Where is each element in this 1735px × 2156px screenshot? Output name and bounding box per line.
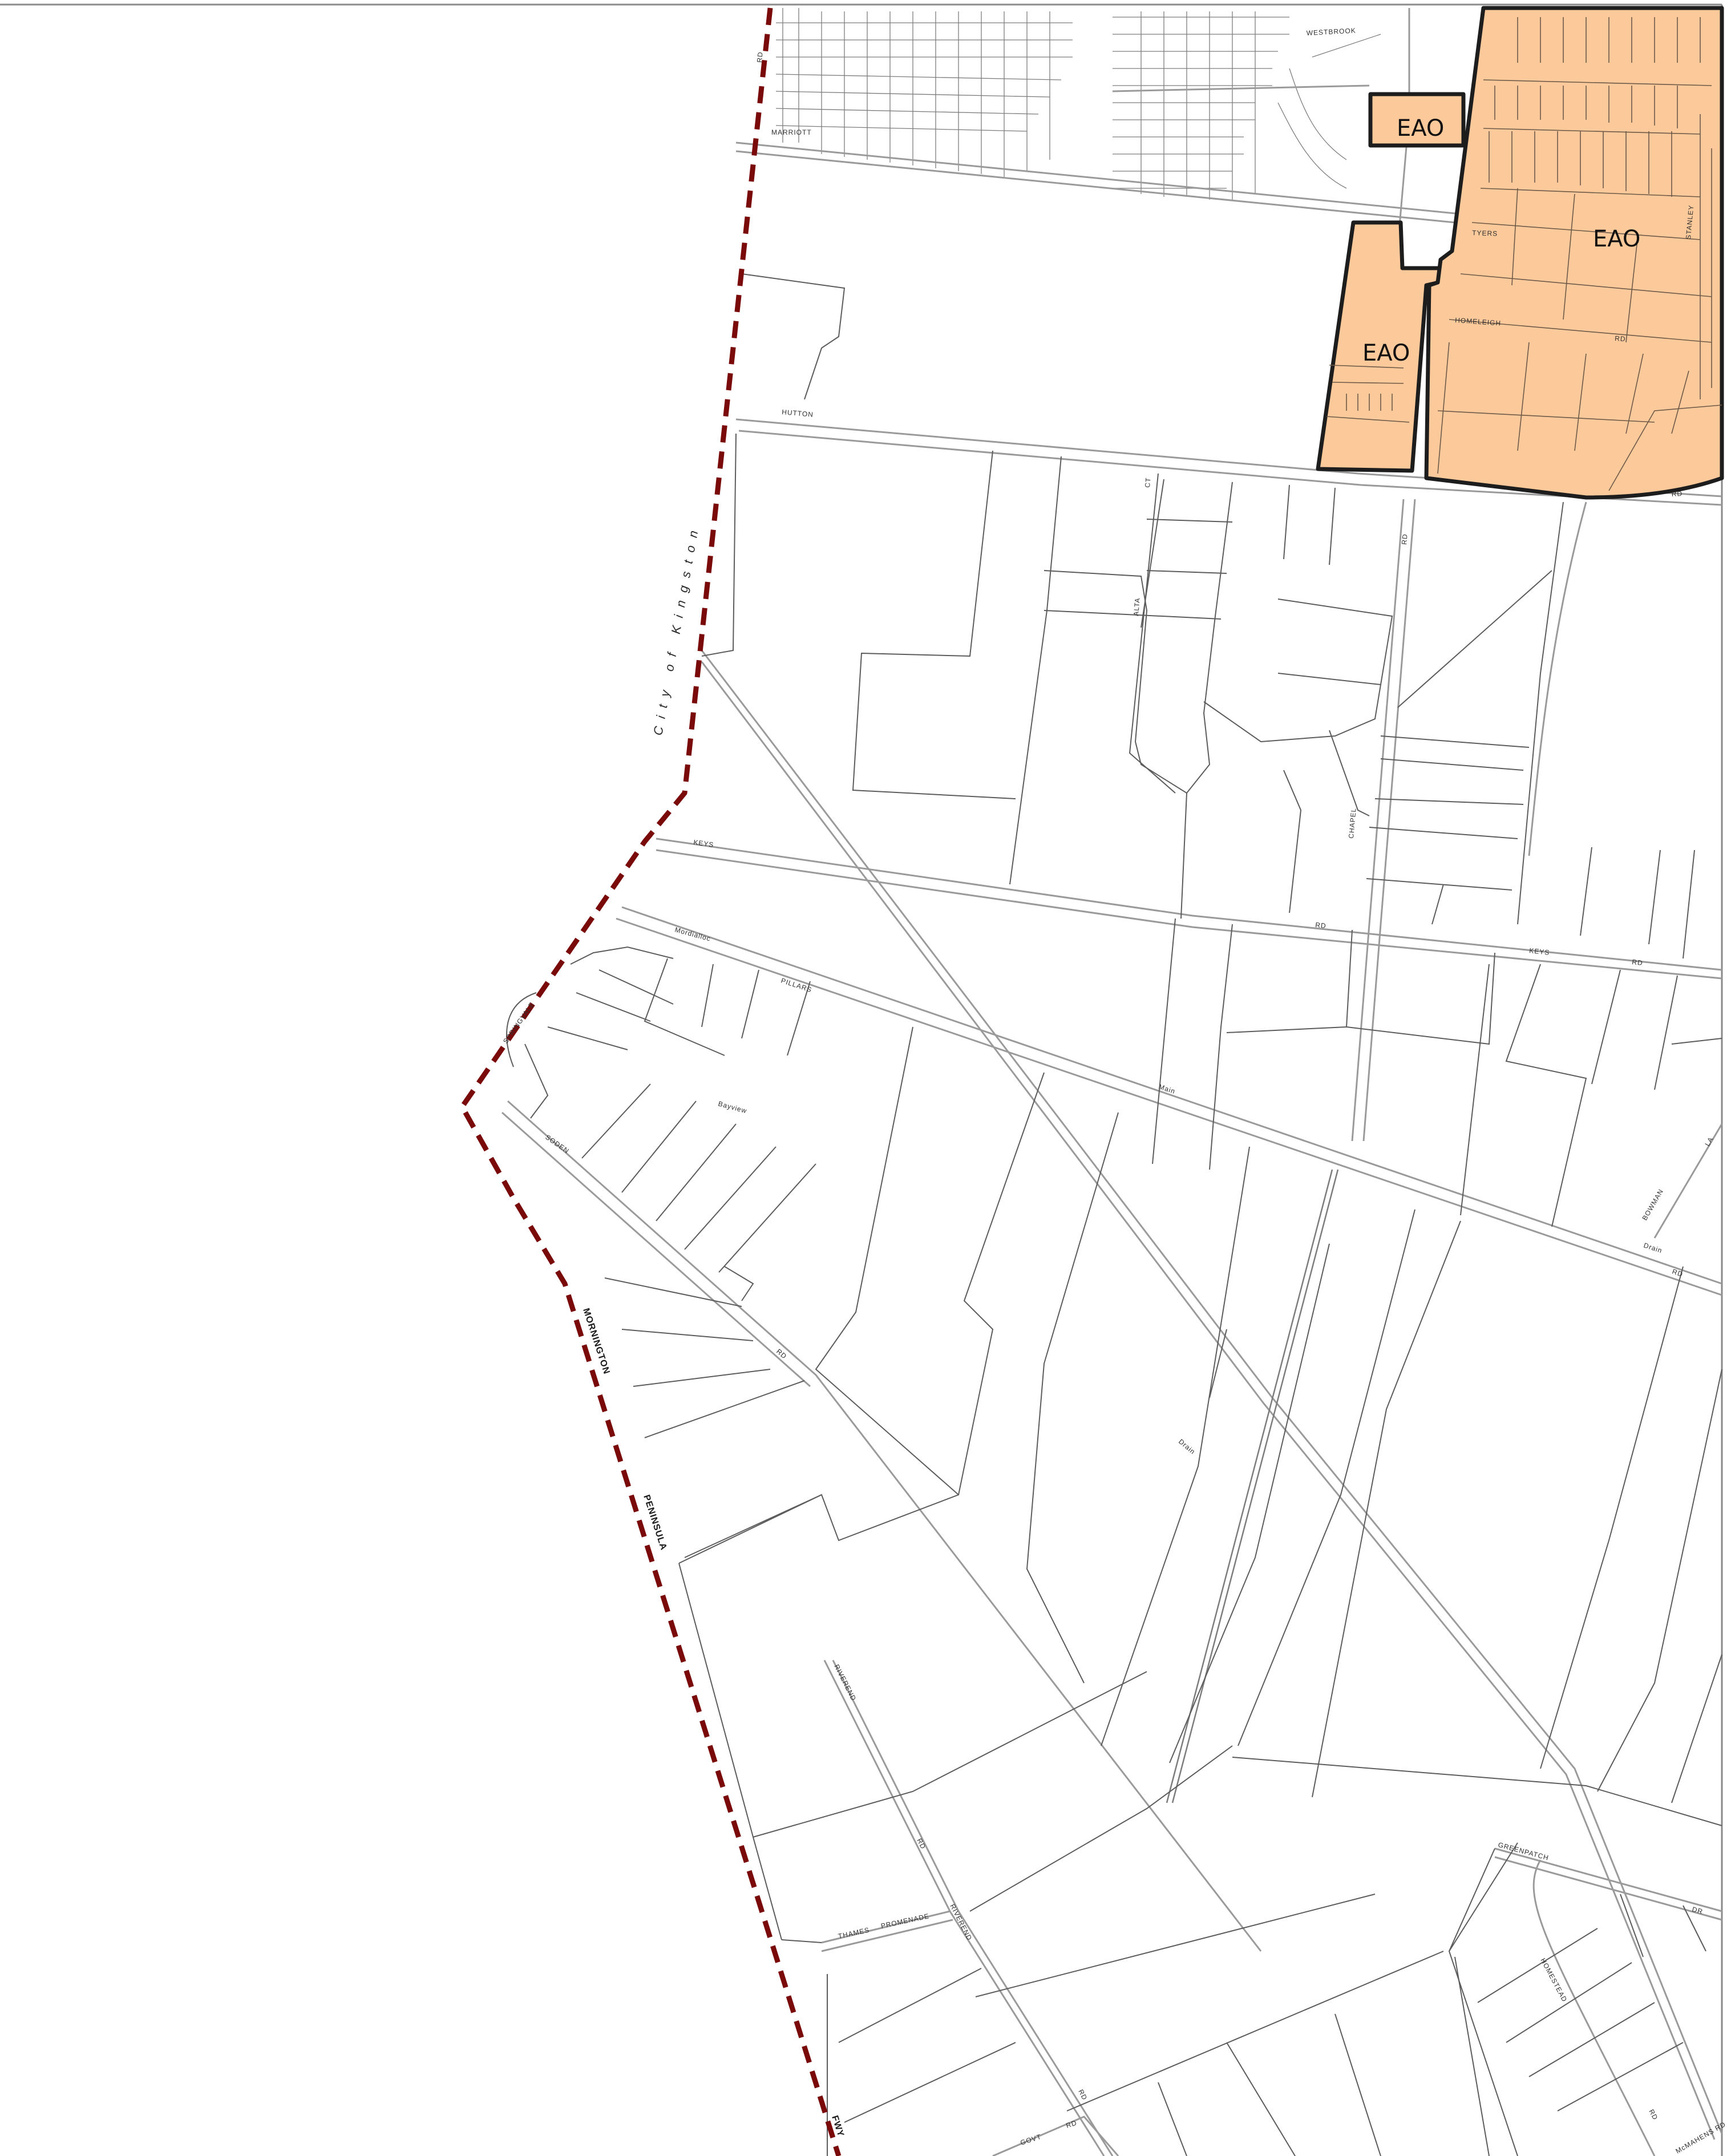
label-stanley: STANLEY <box>1684 204 1695 240</box>
eao-overlay-area-north <box>1368 92 1466 148</box>
municipal-boundary <box>459 7 842 2156</box>
label-hutton: HUTTON <box>782 408 814 419</box>
label-govt-rd: RD <box>1065 2119 1078 2130</box>
label-alta: ALTA <box>1132 597 1142 616</box>
mornington-peninsula-freeway <box>507 1100 1262 1952</box>
drain-channel <box>1171 1169 1339 1803</box>
label-homestead: HOMESTEAD <box>1539 1957 1568 2004</box>
label-springvale: SPRINGVALE <box>502 1000 536 1045</box>
freeway-parallel-edge <box>502 1111 811 1388</box>
label-riverend-rd-north: RD <box>915 1837 927 1851</box>
label-bowman: BOWMAN <box>1640 1187 1665 1221</box>
label-ct: CT <box>1143 477 1152 488</box>
residential-street-grid <box>735 8 1461 246</box>
keys-road-south-edge <box>656 849 1722 980</box>
label-riverend-rd-south: RD <box>1077 2088 1089 2102</box>
label-chapel-rd: RD <box>1400 533 1409 545</box>
label-homeleigh-rd: RD <box>1615 334 1626 343</box>
label-drain-east: Drain <box>1643 1241 1663 1255</box>
label-mcmahens: McMAHENS RD <box>1675 2120 1728 2155</box>
mordialloc-main-drain <box>621 906 1722 1285</box>
riverend-road-edge <box>823 1660 1105 2156</box>
label-govt: GOVT <box>1020 2133 1042 2147</box>
eao-label-west: EAO <box>1362 340 1410 366</box>
label-drain-rd: RD <box>1671 1268 1684 1279</box>
label-homestead-rd: RD <box>1647 2108 1659 2122</box>
chapel-road-edge <box>1362 499 1416 1142</box>
thames-promenade <box>821 1910 951 1944</box>
label-marriott: MARRIOTT <box>771 128 812 136</box>
label-tyers: TYERS <box>1472 229 1498 238</box>
label-bayview: Bayview <box>717 1099 748 1115</box>
label-keys-rd-mid: RD <box>1315 921 1327 930</box>
homestead-road <box>1532 1859 1656 2156</box>
label-greenpatch-dr: DR <box>1691 1905 1704 1916</box>
municipality-label: City of Kingston <box>650 521 702 737</box>
label-hutton-rd: RD <box>1671 490 1683 498</box>
label-keys-west: KEYS <box>693 838 715 849</box>
eao-overlay-layer <box>1316 6 1724 500</box>
thames-promenade-edge <box>821 1919 953 1952</box>
greenpatch-drive-edge <box>1494 1856 1722 1921</box>
road-network <box>502 418 1723 2156</box>
chapel-road <box>1351 499 1405 1142</box>
label-soden: SODEN <box>544 1133 571 1155</box>
eao-label-north: EAO <box>1397 115 1444 141</box>
overlay-labels: EAO EAO EAO <box>1362 115 1640 366</box>
mordialloc-main-drain-south-edge <box>616 917 1722 1296</box>
eao-overlay-area-east <box>1424 6 1724 500</box>
govt-road <box>992 2115 1119 2156</box>
greenpatch-drive <box>1494 1847 1722 1912</box>
riverend-road <box>832 1660 1114 2156</box>
bowman-lane <box>1653 1123 1723 1239</box>
label-chapel: CHAPEL <box>1347 807 1358 839</box>
label-drain-south: Drain <box>1177 1438 1197 1456</box>
diagonal-rail-corridor-edge <box>701 661 1716 2140</box>
label-peninsula: PENINSULA <box>641 1494 669 1552</box>
label-thames: THAMES <box>838 1926 871 1940</box>
label-homeleigh: HOMELEIGH <box>1455 316 1502 327</box>
label-rd-north: RD <box>755 51 765 63</box>
diagonal-rail-corridor <box>701 650 1723 2134</box>
eao-label-east: EAO <box>1593 226 1640 252</box>
label-riverend-south: RIVEREND <box>948 1903 973 1942</box>
label-mornington: MORNINGTON <box>581 1307 612 1376</box>
drain-channel-edge <box>1166 1169 1333 1803</box>
label-keys-rd-east: RD <box>1632 958 1644 967</box>
keys-road <box>656 838 1722 971</box>
eao-lot-pattern <box>1326 17 1722 491</box>
parcel-boundaries <box>506 273 1722 2156</box>
eastern-edge-road <box>1528 501 1587 856</box>
label-westbrook: WESTBROOK <box>1306 26 1356 37</box>
label-keys-east: KEYS <box>1529 946 1550 957</box>
